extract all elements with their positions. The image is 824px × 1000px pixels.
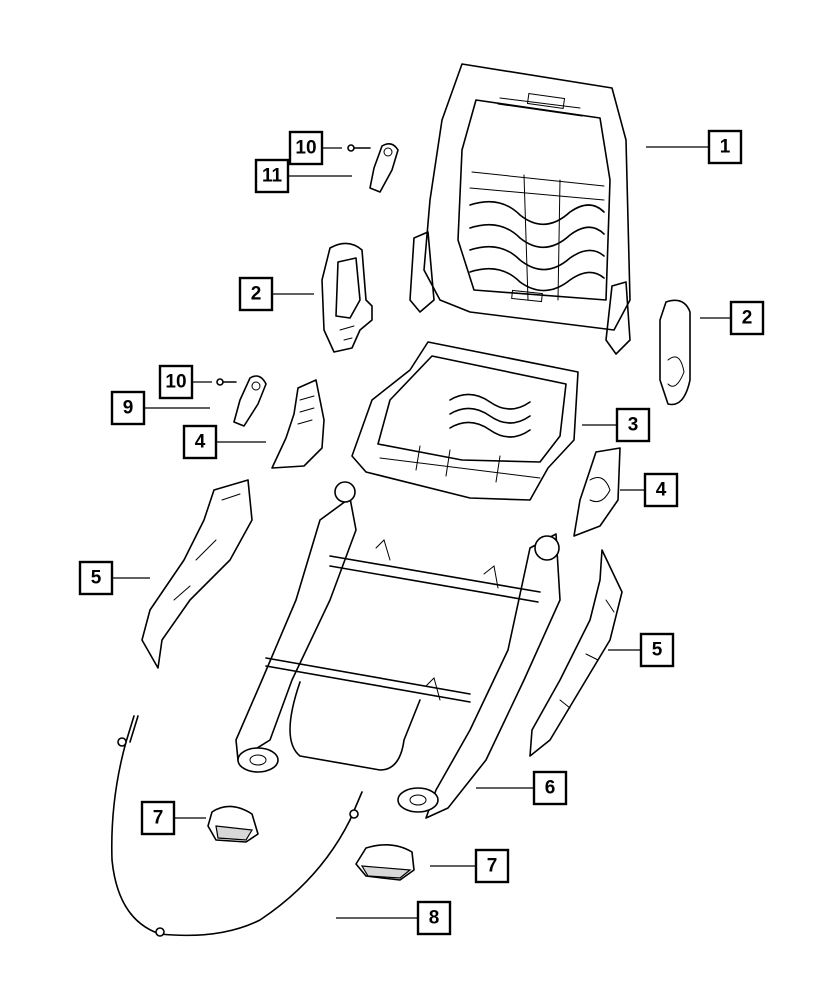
- callout-9-label: 9: [123, 398, 134, 419]
- track-cover-right: [529, 549, 623, 757]
- callout-5-left: 5: [78, 560, 114, 596]
- callout-3-label: 3: [628, 415, 639, 436]
- callout-5-left-label: 5: [91, 568, 102, 589]
- seat-adjuster-base: [235, 481, 561, 819]
- callout-3: 3: [615, 407, 651, 443]
- callout-5-right: 5: [639, 632, 675, 668]
- cushion-side-shield-right: [573, 447, 621, 537]
- bolt-upper: [347, 144, 371, 152]
- callout-10-lower: 10: [158, 364, 194, 400]
- bolt-lower: [216, 378, 237, 386]
- seat-back-frame: [409, 63, 631, 355]
- callout-1-label: 1: [720, 137, 731, 158]
- callout-10-lower-label: 10: [165, 372, 186, 393]
- callout-8: 8: [416, 900, 452, 936]
- callout-5-right-label: 5: [652, 640, 663, 661]
- callout-7-right-label: 7: [487, 856, 498, 877]
- callout-4-left-label: 4: [195, 432, 206, 453]
- back-side-shield-left: [321, 242, 373, 353]
- callout-10-upper-label: 10: [295, 138, 316, 159]
- callout-10-upper: 10: [288, 130, 324, 166]
- callout-11-label: 11: [262, 166, 283, 187]
- callout-8-label: 8: [429, 908, 440, 929]
- callout-9: 9: [110, 390, 146, 426]
- callout-2-right-label: 2: [742, 308, 753, 329]
- callout-4-right: 4: [643, 472, 679, 508]
- track-cover-left: [141, 479, 253, 669]
- recliner-handle-upper: [369, 142, 399, 193]
- leader-lines: [112, 146, 731, 919]
- callout-2-left-label: 2: [251, 284, 262, 305]
- seat-cushion-frame: [351, 341, 579, 501]
- callout-7-left: 7: [140, 800, 176, 836]
- callout-4-left: 4: [182, 424, 218, 460]
- adjuster-cable: [110, 715, 363, 937]
- callout-6-label: 6: [545, 778, 556, 799]
- callout-2-left: 2: [238, 276, 274, 312]
- callout-6: 6: [532, 770, 568, 806]
- callout-4-right-label: 4: [656, 480, 667, 501]
- callout-7-right: 7: [474, 848, 510, 884]
- callout-1: 1: [707, 129, 743, 165]
- track-end-cap-right: [355, 844, 415, 881]
- back-side-shield-right: [659, 299, 691, 406]
- callout-2-right: 2: [729, 300, 765, 336]
- track-end-cap-left: [207, 805, 259, 843]
- callout-11: 11: [254, 158, 290, 194]
- cushion-side-shield-left: [271, 379, 325, 469]
- callout-7-left-label: 7: [153, 808, 164, 829]
- recliner-handle-lower: [233, 375, 267, 427]
